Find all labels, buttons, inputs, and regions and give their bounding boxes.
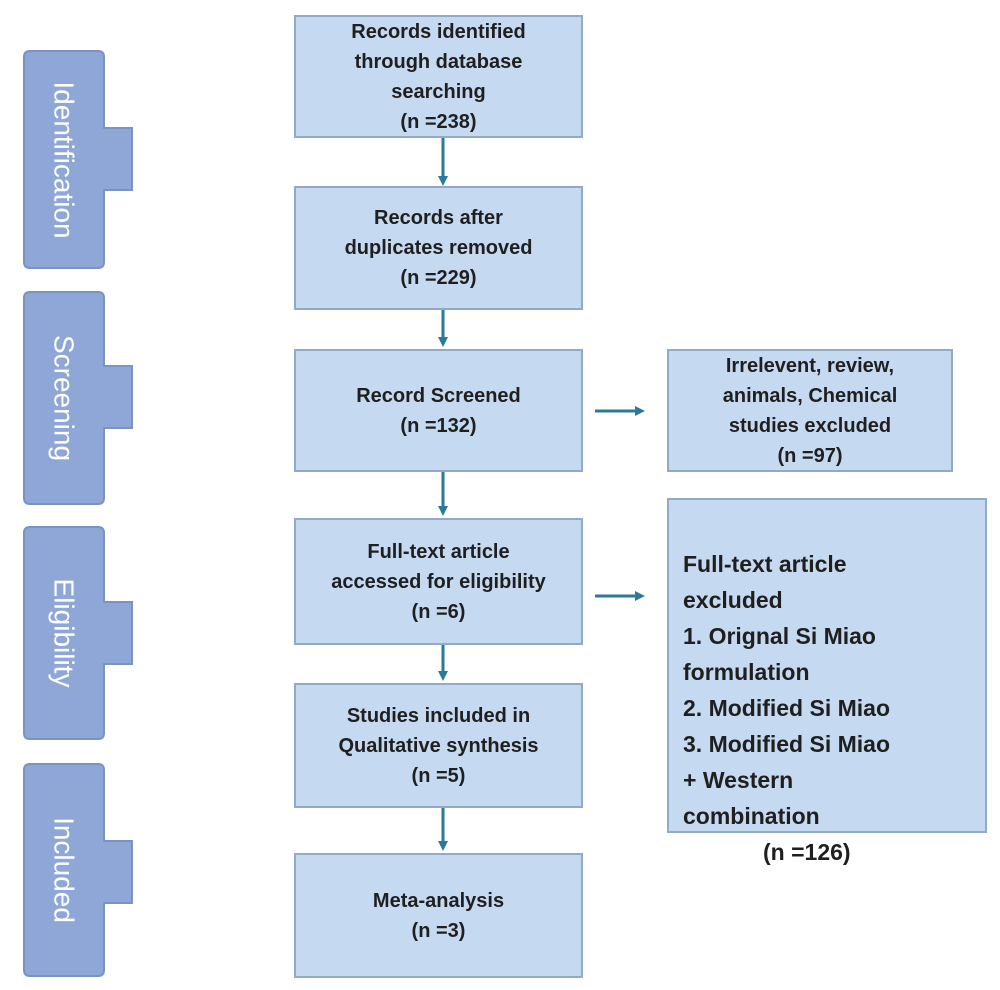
box-screening-excluded: Irrelevent, review, animals, Chemical st… — [667, 349, 953, 472]
stage-label-screening: Screening — [49, 335, 80, 461]
stage-label-eligibility: Eligibility — [49, 579, 80, 688]
box-meta-analysis: Meta-analysis (n =3) — [294, 853, 583, 978]
full-text-excluded-reasons: Full-text article excluded 1. Orignal Si… — [683, 551, 891, 829]
stage-label-identification: Identification — [49, 81, 80, 238]
box-records-identified: Records identified through database sear… — [294, 15, 583, 138]
full-text-excluded-count: (n =126) — [763, 839, 851, 865]
stage-tab-identification: Identification — [23, 50, 133, 269]
stage-tab-screening: Screening — [23, 291, 133, 505]
box-record-screened: Record Screened (n =132) — [294, 349, 583, 472]
box-full-text-assessed: Full-text article accessed for eligibili… — [294, 518, 583, 645]
stage-tab-eligibility: Eligibility — [23, 526, 133, 740]
stage-tab-included: Included — [23, 763, 133, 977]
box-full-text-excluded: Full-text article excluded 1. Orignal Si… — [667, 498, 987, 865]
stage-label-included: Included — [49, 817, 80, 923]
box-duplicates-removed: Records after duplicates removed (n =229… — [294, 186, 583, 310]
box-qualitative-synthesis: Studies included in Qualitative synthesi… — [294, 683, 583, 808]
